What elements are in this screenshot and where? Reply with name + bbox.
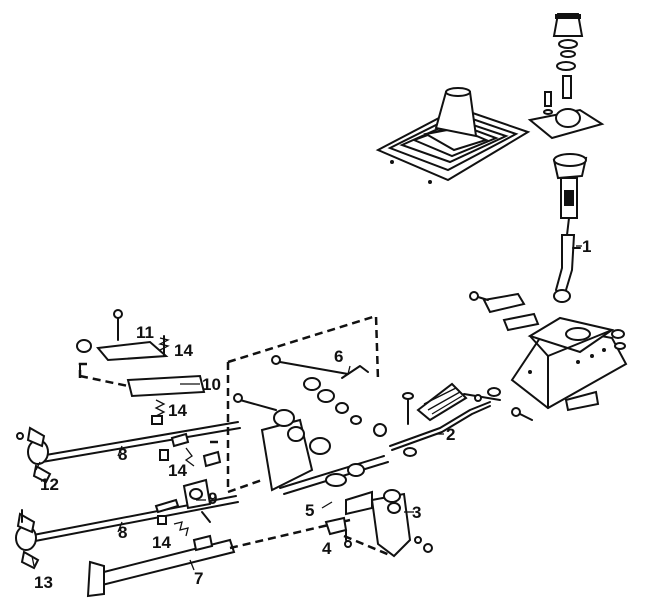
shift-knob-assembly: [527, 13, 605, 140]
callout-14-a: 14: [174, 341, 193, 360]
callout-14-b: 14: [168, 401, 187, 420]
callout-1: 1: [582, 237, 592, 256]
shift-lever: [552, 153, 588, 303]
shift-boot: [375, 87, 531, 184]
callout-11: 11: [136, 323, 154, 342]
shift-housing: [469, 291, 628, 412]
callout-9: 9: [208, 489, 218, 508]
callout-2: 2: [446, 425, 456, 444]
callout-10: 10: [202, 375, 221, 394]
leader-lines: [31, 245, 582, 571]
callout-14-d: 14: [152, 533, 171, 552]
callout-3: 3: [412, 503, 422, 522]
callout-8-upper: 8: [118, 445, 128, 464]
selector-rods: [15, 309, 351, 598]
shift-rod: [389, 382, 533, 457]
callout-6: 6: [334, 347, 344, 366]
callout-5: 5: [305, 501, 315, 520]
callout-13: 13: [34, 573, 53, 592]
callout-14-c: 14: [168, 461, 187, 480]
shift-mechanism: [226, 314, 433, 558]
callout-7: 7: [194, 569, 204, 588]
callout-8-lower: 8: [118, 523, 128, 542]
callout-4: 4: [322, 539, 332, 558]
callout-12: 12: [40, 475, 59, 494]
